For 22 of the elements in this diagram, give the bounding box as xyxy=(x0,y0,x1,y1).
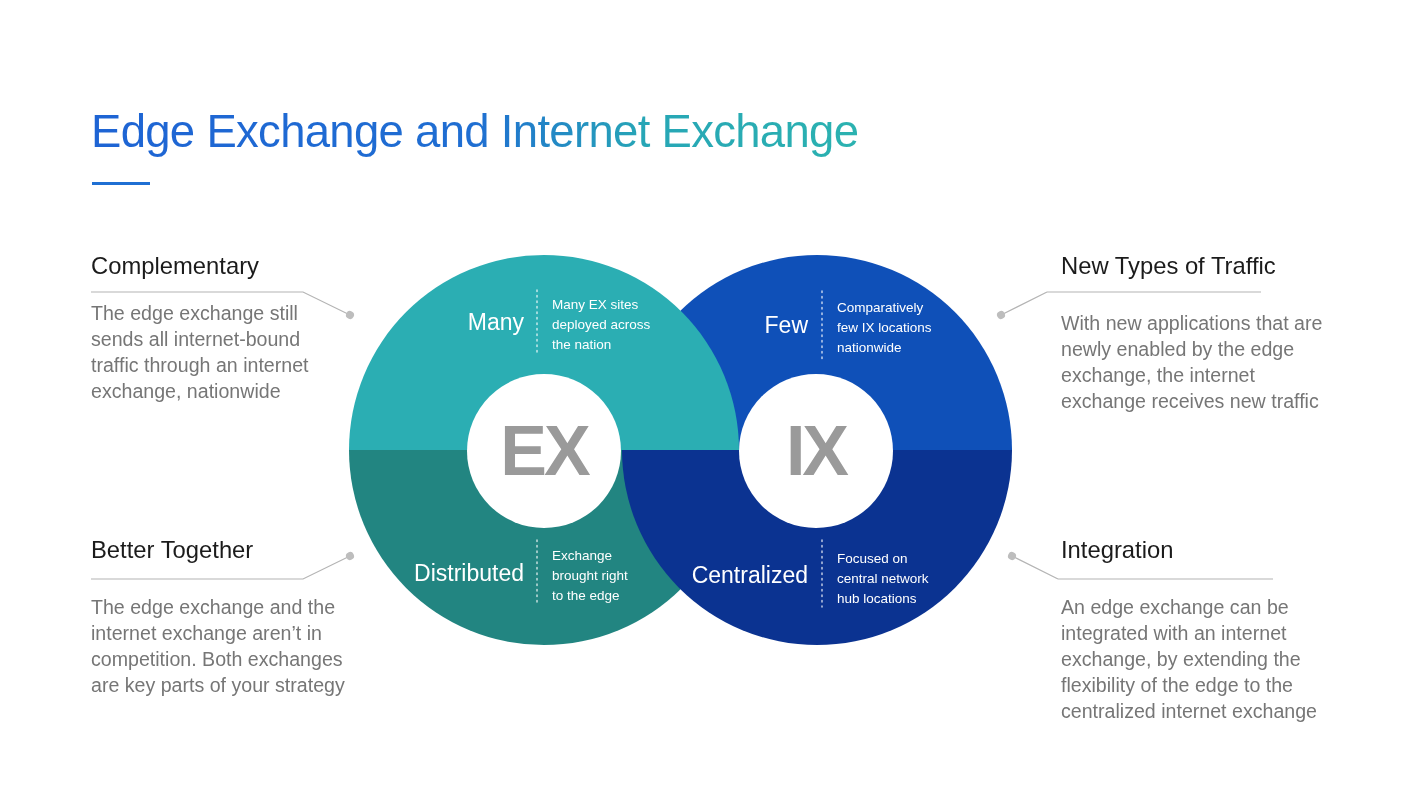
section-heading: Integration xyxy=(1061,536,1174,564)
circle-label: IX xyxy=(785,416,847,486)
section-description: With new applications that are newly enabled by the edge exchange, the internet exchange receives new traffic xyxy=(1061,311,1324,414)
section-description: The edge exchange still sends all internet-bound traffic through an internet exchange, nationwide xyxy=(91,301,310,404)
segment-description: Exchange brought right to the edge xyxy=(552,547,629,605)
circle-label: EX xyxy=(500,416,588,486)
leader-line xyxy=(90,291,354,319)
segment-heading: Many xyxy=(467,308,524,336)
segment-description: Focused on central network hub locations xyxy=(837,550,930,608)
segment-heading: Distributed xyxy=(414,559,524,587)
segment-description: Many EX sites deployed across the nation xyxy=(552,296,652,354)
section-heading: Better Together xyxy=(91,536,254,564)
leader-line xyxy=(90,552,354,580)
section-description: The edge exchange and the internet exchange aren’t in competition. Both exchanges are key parts of your strategy xyxy=(91,595,346,698)
section-heading: New Types of Traffic xyxy=(1061,252,1276,280)
segment-description: Comparatively few IX locations nationwide xyxy=(837,299,933,357)
segment-heading: Centralized xyxy=(691,561,808,589)
section-heading: Complementary xyxy=(91,252,259,280)
leader-line xyxy=(1008,552,1274,580)
leader-line xyxy=(997,291,1262,319)
segment-heading: Few xyxy=(764,311,808,339)
section-description: An edge exchange can be integrated with an internet exchange, by extending the flexibility of the edge to the centralized internet exchange xyxy=(1061,595,1318,724)
